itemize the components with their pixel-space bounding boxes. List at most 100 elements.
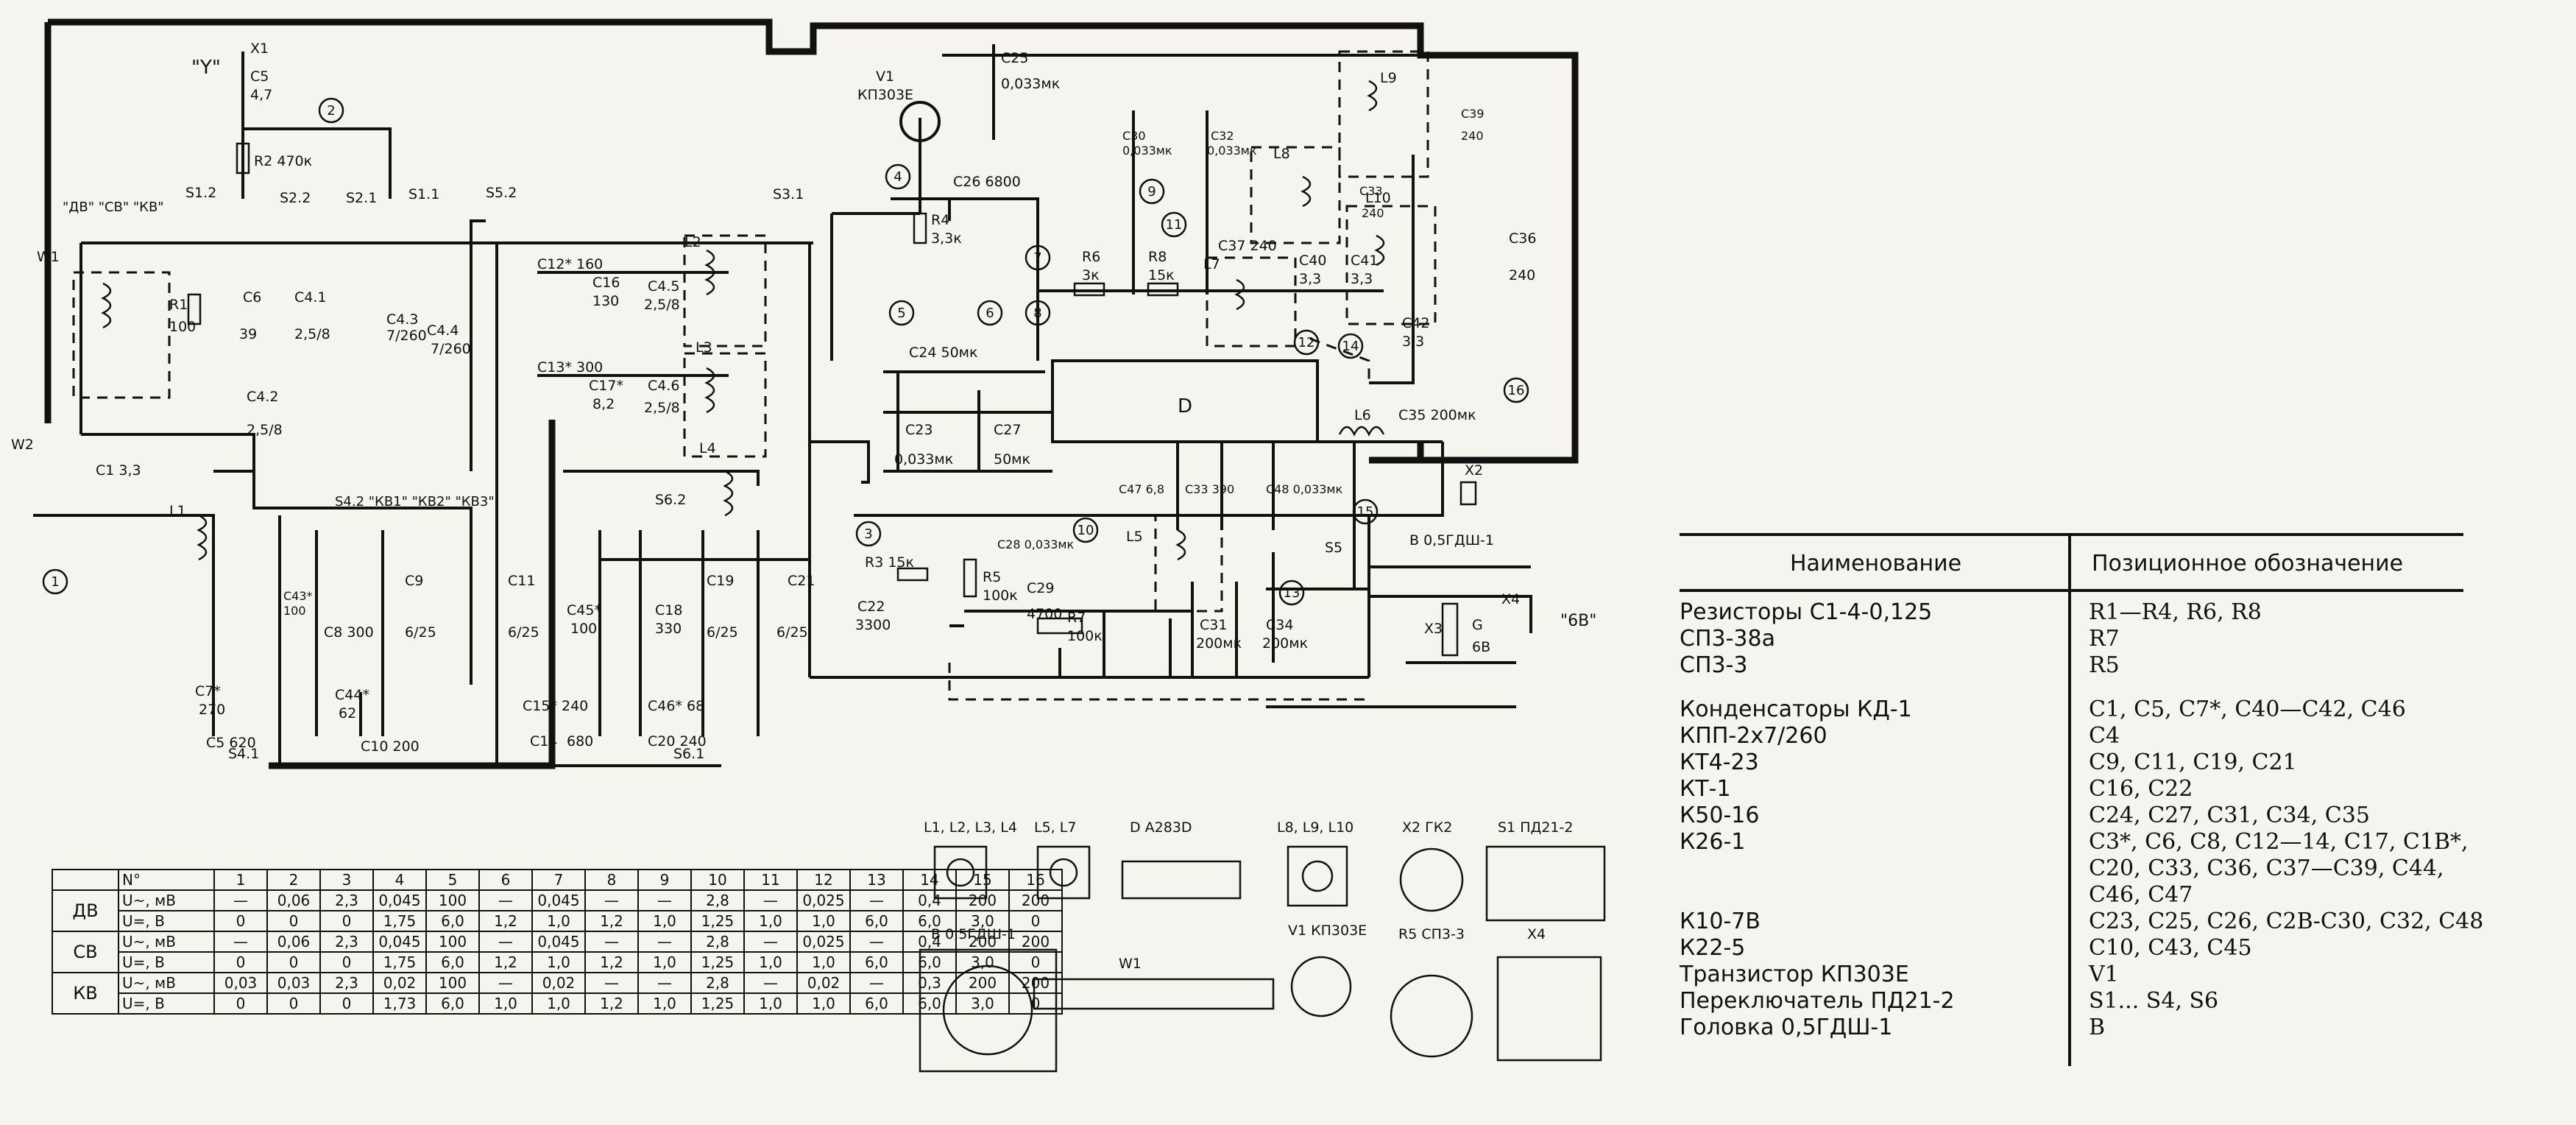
- voltage-cell: 0,02: [796, 972, 851, 994]
- voltage-cell: 0,03: [213, 972, 268, 994]
- voltage-cell: 0: [319, 992, 374, 1015]
- node-9: 9: [1139, 178, 1165, 205]
- voltage-cell: 1,2: [584, 951, 639, 973]
- label-C12: C12* 160: [537, 256, 603, 272]
- node-16: 16: [1503, 377, 1529, 403]
- voltage-cell: —: [584, 931, 639, 953]
- voltage-cell: 0,06: [266, 931, 321, 953]
- label-ant: "Y": [191, 57, 221, 79]
- voltage-cell: 1,0: [531, 951, 586, 973]
- label-C20: C20 240: [648, 733, 707, 750]
- label-C7: C7*: [195, 683, 221, 699]
- band-label: СВ: [52, 931, 119, 973]
- voltage-cell: —: [637, 889, 692, 911]
- label-C18v: 330: [655, 621, 682, 637]
- measure-label: U=, В: [118, 992, 215, 1015]
- label-R7: R7: [1067, 610, 1086, 626]
- svg-text:8: 8: [1033, 306, 1041, 321]
- voltage-cell: 3,0: [955, 951, 1010, 973]
- node-6: 6: [977, 300, 1003, 326]
- label-R3: R3 15к: [865, 554, 914, 571]
- svg-text:7: 7: [1033, 250, 1041, 266]
- label-L10: L10: [1365, 190, 1391, 206]
- label-C44bv: 62: [339, 705, 356, 722]
- label-C16v: 130: [592, 293, 619, 309]
- node-10: 10: [1072, 517, 1099, 543]
- measure-label: U~, мВ: [118, 889, 215, 911]
- label-S42: S4.2 "КВ1" "КВ2" "КВ3": [335, 494, 495, 509]
- voltage-cell: 1,0: [796, 910, 851, 932]
- label-C39v: 240: [1461, 129, 1484, 143]
- dashed-links: [72, 50, 1437, 701]
- component-labels: "Y" X1 C5 4,7 R2 470к "ДВ" "СВ" "КВ" W1 …: [11, 40, 1596, 762]
- voltage-cell: 200: [955, 889, 1010, 911]
- voltage-cell: 0: [1008, 992, 1063, 1015]
- label-C9: C9: [405, 573, 423, 589]
- label-C41b: C41: [1351, 253, 1378, 269]
- label-S12: S1.2: [185, 185, 216, 201]
- voltage-cell: 1,2: [478, 910, 533, 932]
- svg-text:6: 6: [986, 306, 994, 321]
- voltage-cell: 2,8: [690, 972, 745, 994]
- svg-text:12: 12: [1298, 335, 1315, 350]
- label-C46b: C46* 68: [648, 698, 704, 714]
- label-C6v: 39: [239, 326, 257, 342]
- drawing-title-v1: V1 КП303Е: [1288, 923, 1367, 939]
- voltage-cell: 1,75: [372, 951, 427, 973]
- label-C31: C31: [1200, 617, 1227, 633]
- label-C47: C47 6,8: [1119, 482, 1164, 496]
- voltage-cell: 1,25: [690, 910, 745, 932]
- header-designation: Позиционное обозначение: [2092, 551, 2404, 576]
- voltage-cell: 3,0: [955, 910, 1010, 932]
- voltage-cell: 6,0: [902, 992, 957, 1015]
- voltage-cell: 0: [266, 910, 321, 932]
- label-G: G: [1472, 617, 1483, 633]
- voltage-cell: 200: [1008, 931, 1063, 953]
- label-S52: S5.2: [486, 185, 517, 201]
- node-7: 7: [1025, 244, 1051, 271]
- voltage-cell: 6,0: [902, 910, 957, 932]
- measure-label: U~, мВ: [118, 972, 215, 994]
- node-1: 1: [42, 568, 68, 595]
- label-C28: C28 0,033мк: [997, 537, 1074, 551]
- voltage-cell: 1,0: [531, 910, 586, 932]
- parts-list: Наименование Позиционное обозначение Рез…: [1680, 533, 2483, 1066]
- voltage-cell: 1,0: [743, 992, 798, 1015]
- voltage-cell: —: [637, 931, 692, 953]
- label-L6: L6: [1354, 407, 1371, 423]
- voltage-cell: 6,0: [849, 910, 904, 932]
- label-C27: C27: [994, 422, 1021, 438]
- label-C24: C24 50мк: [909, 345, 977, 361]
- label-C14: C14: [530, 733, 557, 750]
- voltage-cell: 2,3: [319, 931, 374, 953]
- label-L1: L1: [169, 503, 186, 519]
- label-R7v: 100к: [1067, 628, 1103, 644]
- voltage-cell: 1,2: [584, 992, 639, 1015]
- voltage-cell: 0,3: [902, 972, 957, 994]
- voltage-cell: —: [743, 931, 798, 953]
- voltage-cell: —: [849, 931, 904, 953]
- component-symbols: [101, 80, 1477, 657]
- drawing-title-x4: X4: [1527, 926, 1546, 942]
- label-C45bv: 100: [570, 621, 597, 637]
- label-R6v: 3к: [1082, 267, 1100, 283]
- voltage-cell: 2,8: [690, 889, 745, 911]
- voltage-cell: 1,0: [531, 992, 586, 1015]
- voltage-cell: 100: [425, 931, 480, 953]
- voltage-cell: —: [478, 931, 533, 953]
- label-C5b: C5 620: [206, 735, 256, 751]
- voltage-cell: 1,0: [743, 951, 798, 973]
- node-12: 12: [1293, 329, 1320, 356]
- label-C33b: C33 390: [1185, 482, 1234, 496]
- label-R8: R8: [1148, 249, 1167, 265]
- node-11: 11: [1161, 211, 1187, 238]
- svg-text:14: 14: [1342, 339, 1359, 354]
- voltage-cell: 6,0: [425, 992, 480, 1015]
- svg-text:2: 2: [327, 103, 335, 119]
- voltage-cell: 0: [1008, 910, 1063, 932]
- svg-text:9: 9: [1147, 184, 1156, 200]
- label-C45v: 2,5/8: [644, 297, 680, 313]
- voltage-cell: 0: [213, 910, 268, 932]
- label-C27v: 50мк: [994, 451, 1030, 468]
